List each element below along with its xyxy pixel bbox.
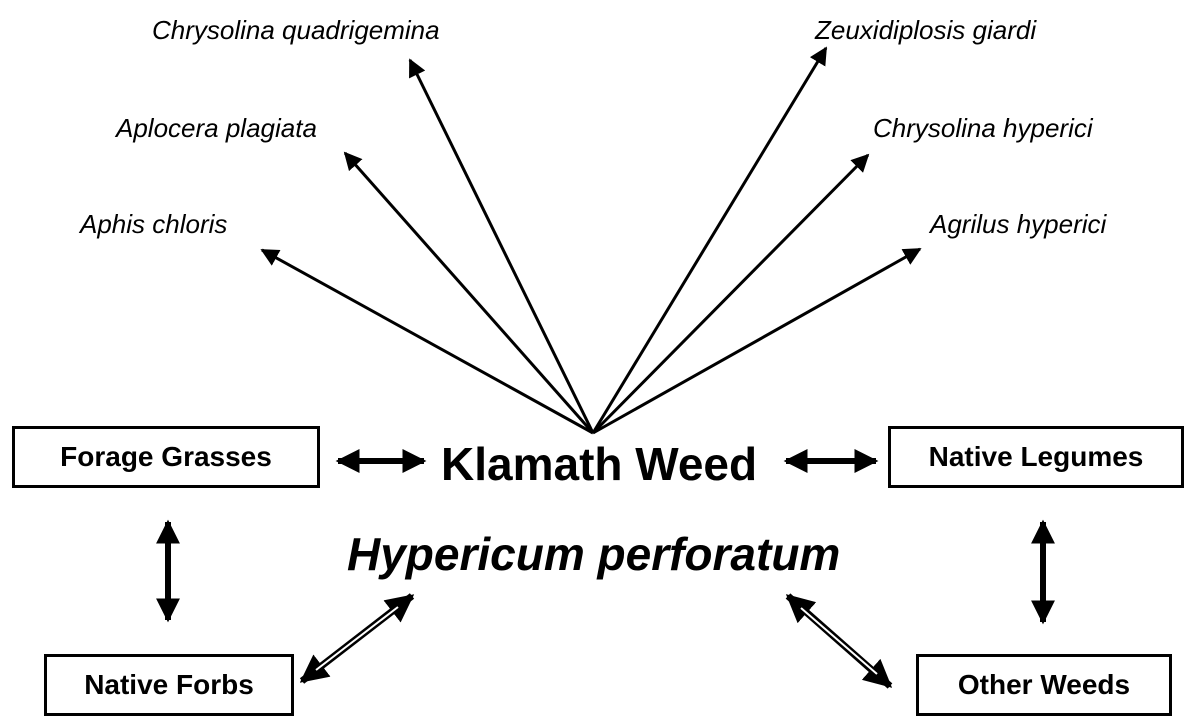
agent-chrysolina-hyperici: Chrysolina hyperici [873, 113, 1093, 143]
agent-arrows [260, 46, 922, 435]
center-scientific-name: Hypericum perforatum [347, 528, 841, 580]
agent-chrysolina-quadrigemina: Chrysolina quadrigemina [152, 15, 440, 45]
diagonal-interaction-arrows [299, 593, 893, 689]
box-other-weeds: Other Weeds [916, 654, 1172, 716]
interaction-arrows [156, 449, 1055, 625]
agent-zeuxidiplosis-giardi: Zeuxidiplosis giardi [815, 15, 1037, 45]
arrow-to-agrilus-hyperici [592, 247, 922, 435]
arrow-native-forbs-hypericum-inner [315, 606, 399, 671]
agent-agrilus-hyperici: Agrilus hyperici [930, 209, 1107, 239]
agent-aphis-chloris: Aphis chloris [80, 209, 228, 239]
arrow-to-aphis-chloris [260, 248, 594, 435]
arrow-to-chrysolina-quadrigemina [408, 58, 595, 434]
center-common-name: Klamath Weed [441, 438, 758, 490]
box-native-forbs: Native Forbs [44, 654, 294, 716]
agent-aplocera-plagiata: Aplocera plagiata [116, 113, 317, 143]
arrow-to-aplocera-plagiata [343, 151, 595, 434]
box-native-legumes: Native Legumes [888, 426, 1184, 488]
arrow-to-chrysolina-hyperici [591, 153, 870, 435]
arrow-to-zeuxidiplosis-giardi [591, 46, 828, 434]
box-forage-grasses: Forage Grasses [12, 426, 320, 488]
arrow-hypericum-other-weeds-inner [800, 607, 878, 675]
